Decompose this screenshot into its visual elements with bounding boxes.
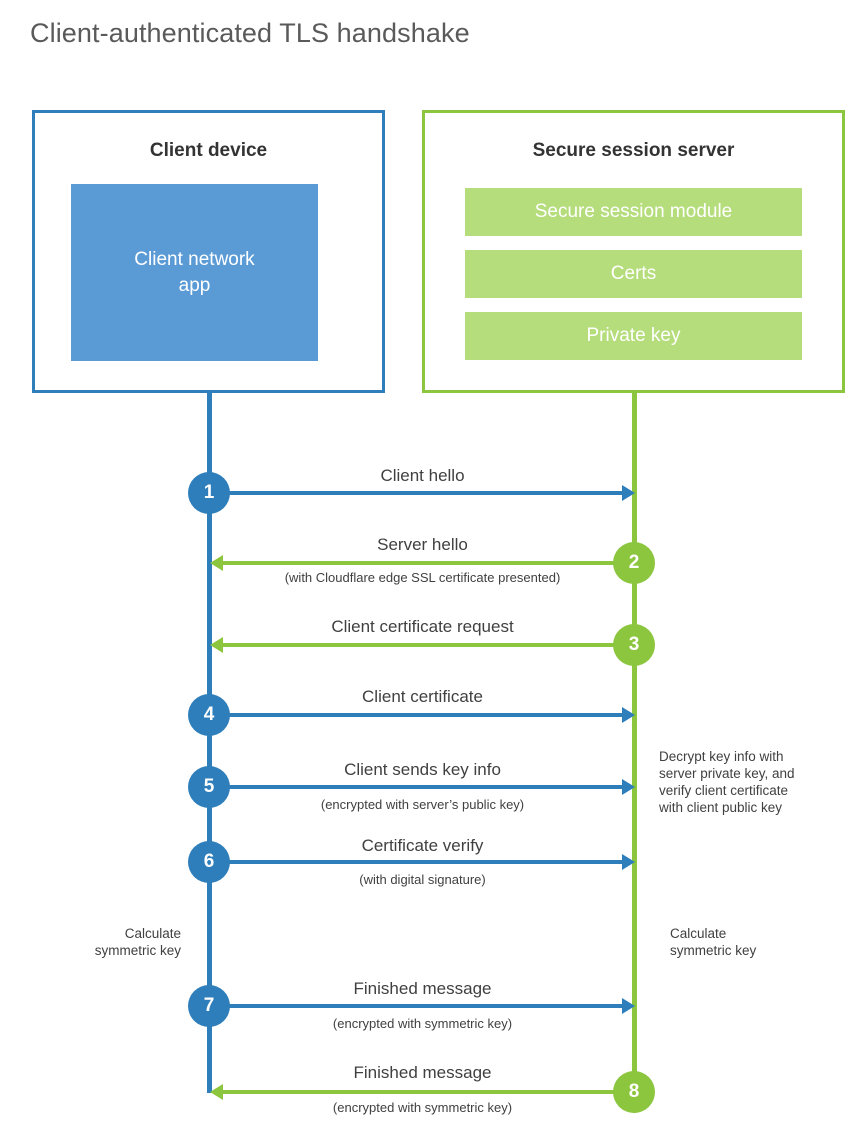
step-6-circle: 6 [188,841,230,883]
step-5-sublabel: (encrypted with server’s public key) [320,797,525,812]
page-title: Client-authenticated TLS handshake [30,18,470,48]
secure-session-server-box: Secure session server Secure session mod… [422,110,845,393]
client-network-app-block: Client network app [71,184,318,361]
server-decrypt-line2: server private key, and [659,766,795,781]
step-3-arrow [210,637,635,653]
arrow-head-icon [622,998,635,1014]
step-4-arrow [210,707,635,723]
step-6-label: Certificate verify [361,836,484,855]
server-lifeline [632,393,637,1092]
arrow-head-icon [210,1084,223,1100]
step-3-circle: 3 [613,624,655,666]
secure-session-server-title: Secure session server [532,140,735,161]
arrow-head-icon [622,854,635,870]
step-8-sublabel: (encrypted with symmetric key) [332,1100,513,1115]
server-decrypt-line1: Decrypt key info with [659,749,784,764]
server-calculate-line2: symmetric key [670,943,757,958]
server-calculate-line1: Calculate [670,926,727,941]
step-6-sublabel: (with digital signature) [359,872,486,887]
step-7-sublabel: (encrypted with symmetric key) [332,1016,513,1031]
step-7-label: Finished message [353,979,492,998]
client-calculate-line1: Calculate [124,926,181,941]
client-lifeline [207,393,212,1093]
client-calculate-annotation: Calculate symmetric key [20,925,181,959]
server-decrypt-annotation: Decrypt key info with server private key… [659,748,844,816]
step-8-circle: 8 [613,1071,655,1113]
step-8-label: Finished message [353,1063,492,1082]
step-2-label: Server hello [377,535,468,554]
step-6-arrow [210,854,635,870]
server-bar-secure-session-module: Secure session module [465,188,802,236]
step-1-circle: 1 [188,472,230,514]
step-5-circle: 5 [188,766,230,808]
server-decrypt-line3: verify client certificate [659,783,789,798]
client-device-title: Client device [149,140,268,161]
arrow-head-icon [622,707,635,723]
step-2-circle: 2 [613,542,655,584]
server-decrypt-line4: with client public key [659,800,783,815]
step-5-arrow [210,779,635,795]
step-4-circle: 4 [188,694,230,736]
step-5-label: Client sends key info [344,760,501,779]
step-7-arrow [210,998,635,1014]
step-2-sublabel: (with Cloudflare edge SSL certificate pr… [284,570,561,585]
server-bar-certs: Certs [465,250,802,298]
server-bar-private-key: Private key [465,312,802,360]
arrow-head-icon [622,779,635,795]
client-calculate-line2: symmetric key [94,943,181,958]
client-app-label-line1: Client network [134,248,255,270]
client-device-box: Client device Client network app [32,110,385,393]
step-4-label: Client certificate [362,687,483,706]
step-1-arrow [210,485,635,501]
step-1-label: Client hello [380,466,465,485]
arrow-head-icon [210,637,223,653]
step-7-circle: 7 [188,985,230,1027]
arrow-head-icon [622,485,635,501]
server-calculate-annotation: Calculate symmetric key [670,925,840,959]
arrow-head-icon [210,555,223,571]
step-8-arrow [210,1084,635,1100]
step-2-arrow [210,555,635,571]
client-app-label-line2: app [178,274,211,296]
step-3-label: Client certificate request [331,617,514,636]
